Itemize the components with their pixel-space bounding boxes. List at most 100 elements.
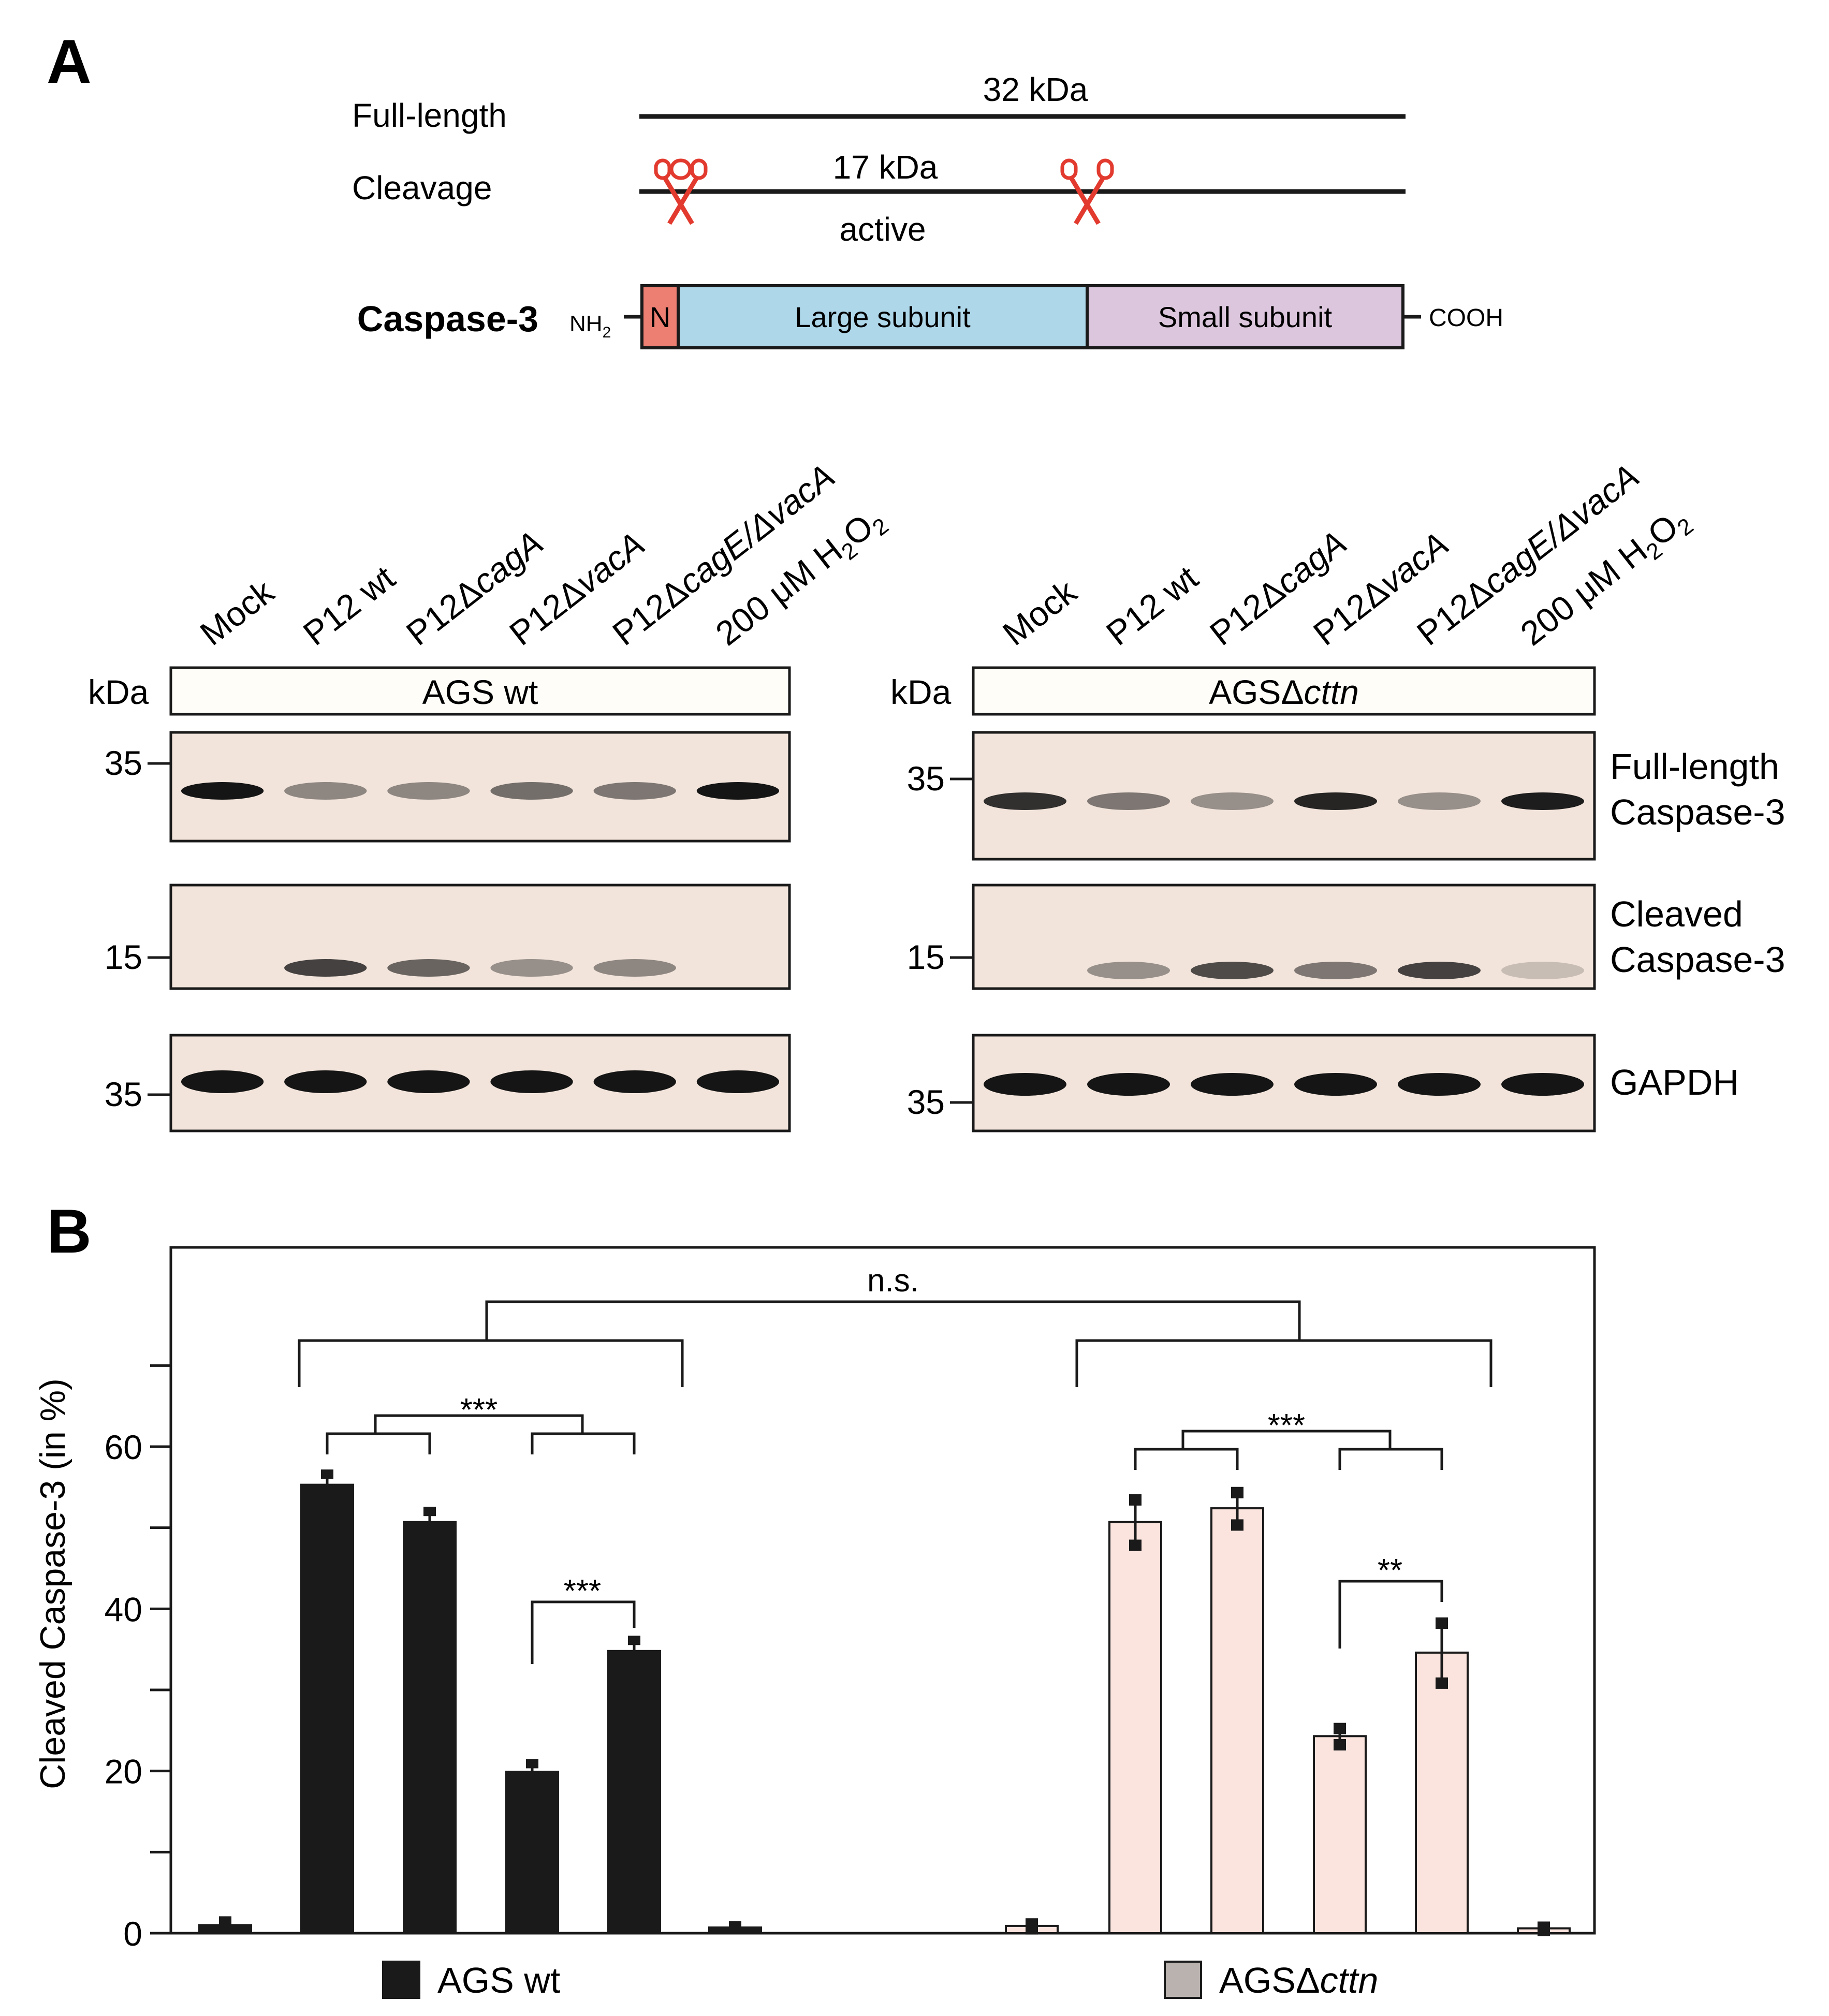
sig-label: ** bbox=[1378, 1553, 1402, 1588]
bar bbox=[403, 1521, 457, 1934]
group-bracket bbox=[298, 1339, 684, 1387]
lane-label-text: Mock bbox=[996, 572, 1084, 653]
blot-band bbox=[387, 782, 470, 800]
legend-gene: cttn bbox=[1320, 1960, 1379, 2000]
blot-band bbox=[490, 1070, 573, 1093]
y-tick-label: 40 bbox=[105, 1590, 142, 1628]
sig-label: *** bbox=[1268, 1408, 1305, 1444]
blot-membrane bbox=[169, 731, 791, 843]
ns-label: n.s. bbox=[867, 1263, 919, 1299]
blot-band bbox=[490, 959, 573, 977]
marker-label: 35 bbox=[105, 744, 142, 782]
data-point bbox=[1436, 1677, 1448, 1689]
legend-swatch bbox=[382, 1961, 420, 1999]
data-point bbox=[1538, 1924, 1550, 1936]
pair-bracket bbox=[531, 1432, 636, 1454]
blot-band bbox=[181, 782, 264, 800]
data-point bbox=[1231, 1519, 1243, 1531]
full-length-size: 32 kDa bbox=[983, 71, 1088, 108]
plot-frame bbox=[169, 1246, 1596, 1935]
data-point bbox=[1231, 1487, 1243, 1498]
n-terminus: NH2 bbox=[569, 311, 611, 341]
sig-label: *** bbox=[460, 1392, 498, 1428]
lane-label: Mock bbox=[996, 572, 1084, 653]
cleavage-label: Cleavage bbox=[352, 169, 492, 207]
blot-membrane bbox=[972, 884, 1596, 990]
bar bbox=[505, 1771, 559, 1935]
blot-band bbox=[593, 959, 676, 977]
row-label: Full-length bbox=[1610, 746, 1779, 787]
blot-band bbox=[1501, 792, 1584, 810]
cell-line-box bbox=[169, 666, 791, 716]
bar bbox=[607, 1650, 661, 1935]
lane-label: Mock bbox=[193, 572, 282, 653]
blot-band bbox=[593, 782, 676, 800]
y-axis-label: Cleaved Caspase-3 (in %) bbox=[33, 1378, 72, 1789]
lane-label-text: P12 wt bbox=[296, 558, 402, 653]
cell-line-name: AGSΔ bbox=[1209, 673, 1304, 711]
row-label: Caspase-3 bbox=[1610, 939, 1786, 980]
error-cap bbox=[628, 1636, 640, 1645]
y-tick-label: 60 bbox=[105, 1428, 142, 1466]
blot-band bbox=[1087, 962, 1170, 979]
blot-band bbox=[984, 792, 1066, 810]
domain-small-subunit bbox=[1086, 284, 1404, 349]
blot-band bbox=[181, 1070, 264, 1093]
row-label: Cleaved bbox=[1610, 894, 1743, 934]
legend-label: AGS wt bbox=[437, 1960, 560, 2000]
domain-n bbox=[640, 284, 680, 349]
y-tick-label: 20 bbox=[105, 1753, 142, 1791]
blot-band bbox=[490, 782, 573, 800]
blot-band bbox=[1398, 1073, 1481, 1096]
marker-label: 15 bbox=[907, 938, 945, 976]
error-cap bbox=[423, 1507, 436, 1517]
blot-band bbox=[1294, 1073, 1377, 1096]
bar bbox=[1313, 1735, 1367, 1935]
legend-text: AGS wt bbox=[437, 1960, 560, 2000]
blot-membrane bbox=[169, 884, 791, 990]
blot-band bbox=[1398, 962, 1481, 979]
error-cap bbox=[526, 1759, 538, 1769]
blot-band bbox=[696, 782, 780, 800]
blot-membrane bbox=[972, 1034, 1596, 1132]
blot-band bbox=[1087, 1073, 1170, 1096]
bar bbox=[1415, 1651, 1469, 1934]
blot-band bbox=[1191, 1073, 1274, 1096]
legend-label: AGSΔcttn bbox=[1219, 1960, 1378, 2000]
legend-swatch bbox=[1164, 1961, 1202, 1999]
blot-band bbox=[593, 1070, 676, 1093]
pair-bracket bbox=[1338, 1580, 1443, 1649]
pair-bracket bbox=[531, 1600, 636, 1664]
bar bbox=[198, 1924, 252, 1934]
lane-label-text: Mock bbox=[193, 572, 282, 653]
c-terminus: COOH bbox=[1429, 304, 1503, 332]
row-label: Caspase-3 bbox=[1610, 792, 1786, 832]
ns-bracket bbox=[485, 1300, 1301, 1341]
marker-label: 35 bbox=[907, 759, 945, 798]
scissors-icon bbox=[1060, 158, 1114, 225]
group-bracket bbox=[1075, 1339, 1493, 1387]
protein-name: Caspase-3 bbox=[357, 299, 538, 339]
blot-band bbox=[284, 1070, 367, 1093]
triple-bracket bbox=[1181, 1430, 1392, 1449]
cell-line-label: AGSΔcttn bbox=[1209, 673, 1359, 711]
blot-membrane bbox=[169, 1034, 791, 1132]
lane-label: P12 wt bbox=[296, 558, 402, 653]
scissors-icon bbox=[654, 158, 708, 225]
marker-label: 35 bbox=[105, 1075, 142, 1113]
blot-band bbox=[1501, 1073, 1584, 1096]
bar bbox=[1210, 1507, 1264, 1934]
cleavage-size: 17 kDa bbox=[833, 149, 938, 186]
pair-bracket bbox=[1338, 1448, 1443, 1470]
pair-bracket bbox=[1134, 1448, 1239, 1470]
blot-band bbox=[387, 959, 470, 977]
domain-large-label: Large subunit bbox=[795, 301, 971, 333]
blot-band bbox=[284, 782, 367, 800]
bar bbox=[1108, 1521, 1162, 1934]
y-tick-label: 0 bbox=[123, 1915, 142, 1953]
error-cap bbox=[219, 1916, 231, 1926]
marker-label: 15 bbox=[105, 938, 142, 976]
data-point bbox=[1129, 1539, 1142, 1551]
